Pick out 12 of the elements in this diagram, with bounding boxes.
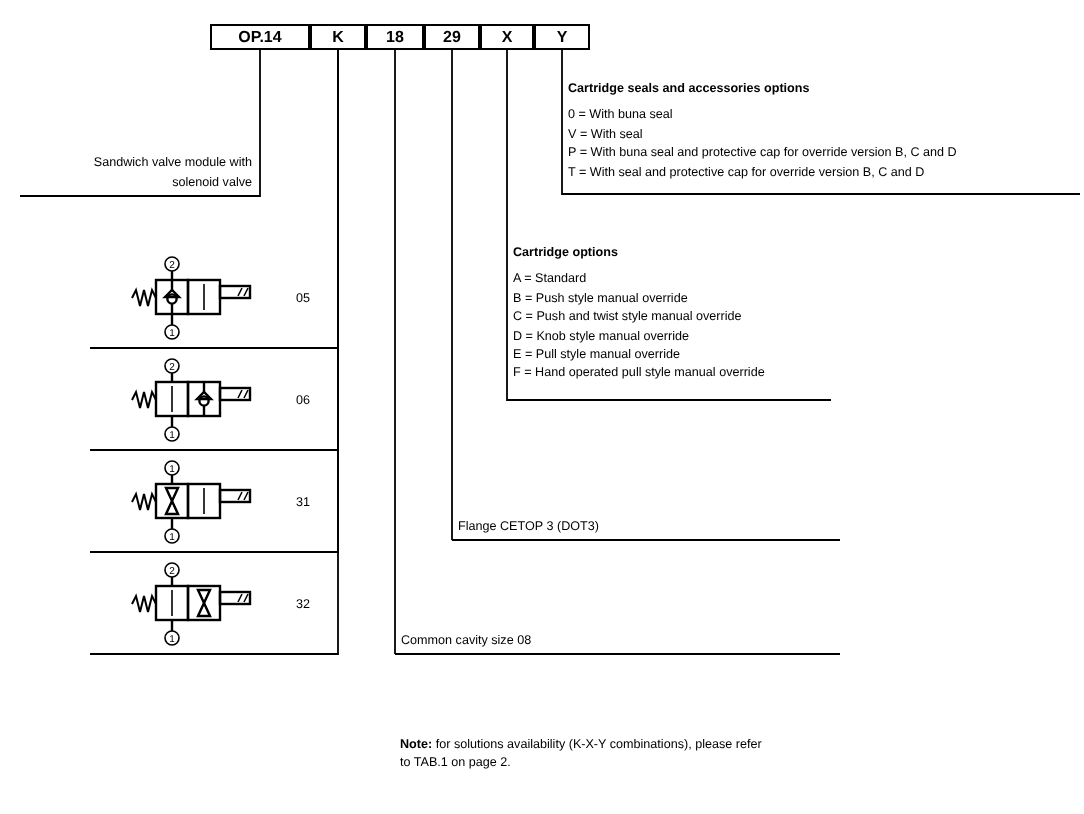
leader-line [394,49,396,655]
code-field: OP.14 [210,24,310,50]
leader-line [89,49,339,655]
leader-line [506,49,832,401]
leader-line [19,49,261,197]
code-field: 29 [424,24,480,50]
code-field: X [480,24,534,50]
code-field: K [310,24,366,50]
leader-line [561,49,1081,195]
code-field: Y [534,24,590,50]
code-field: 18 [366,24,424,50]
leader-line [451,49,453,541]
